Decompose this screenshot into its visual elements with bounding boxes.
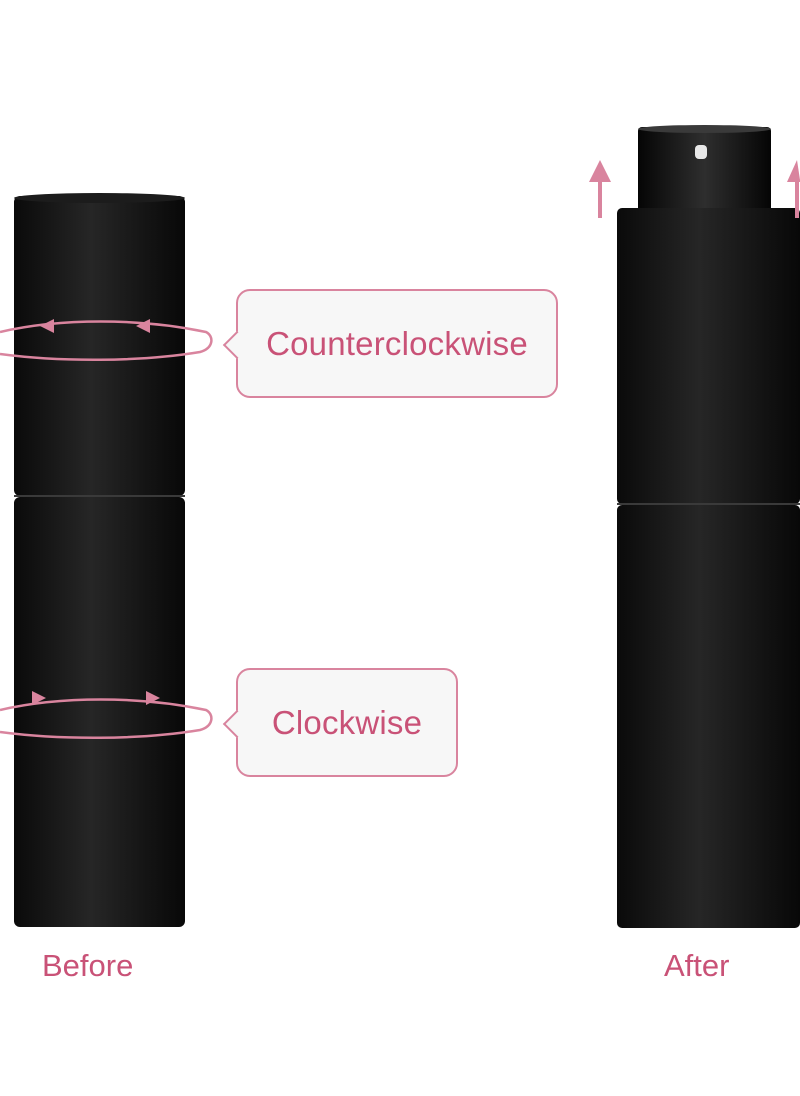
counterclockwise-arrow-icon bbox=[0, 319, 213, 362]
bottle-before bbox=[14, 193, 185, 927]
bottle-before-top bbox=[14, 193, 185, 203]
up-arrow-icon bbox=[589, 160, 611, 218]
bottle-after-upper bbox=[617, 208, 800, 504]
before-caption: Before bbox=[42, 948, 134, 983]
bottle-after-lower bbox=[617, 505, 800, 928]
bottle-after bbox=[617, 125, 800, 928]
up-arrow-icon bbox=[787, 160, 800, 218]
spray-nozzle-cap bbox=[638, 127, 771, 212]
spray-hole bbox=[695, 145, 707, 159]
counterclockwise-callout: Counterclockwise bbox=[236, 289, 558, 398]
counterclockwise-label: Counterclockwise bbox=[266, 324, 528, 362]
after-caption: After bbox=[664, 948, 730, 983]
clockwise-arrow-icon bbox=[0, 691, 213, 740]
nozzle-top bbox=[638, 125, 771, 133]
clockwise-label: Clockwise bbox=[271, 703, 423, 741]
clockwise-callout: Clockwise bbox=[236, 668, 458, 777]
bottle-before-lower bbox=[14, 497, 185, 927]
bottle-before-upper bbox=[14, 196, 185, 496]
